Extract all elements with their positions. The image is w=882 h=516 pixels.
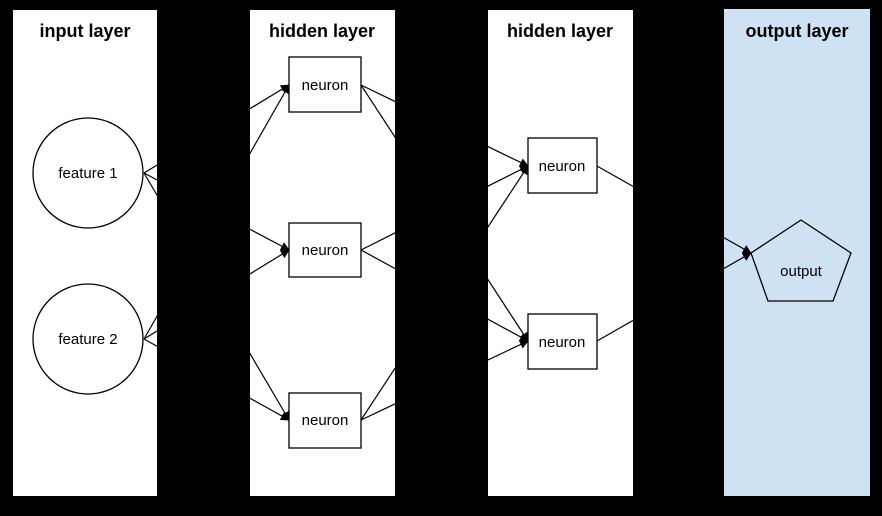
hidden-layer-2-nodes: neuron neuron [527, 137, 598, 370]
hidden1-neuron-3-label: neuron [302, 412, 349, 429]
hidden-layer-2-panel [488, 10, 633, 496]
edge-neuron11-neuron22 [360, 84, 529, 342]
feature-1-label: feature 1 [58, 165, 117, 182]
hidden1-neuron-3-node [288, 392, 362, 449]
edge-feature1-neuron13 [143, 172, 290, 421]
edge-feature2-neuron13 [143, 338, 290, 421]
hidden1-neuron-2-node [288, 222, 362, 278]
feature-1-node [32, 117, 144, 229]
input-layer-title: input layer [39, 21, 130, 41]
edge-neuron12-neuron21 [360, 165, 529, 251]
output-layer-title: output layer [745, 21, 848, 41]
hidden-layer-2-title: hidden layer [507, 21, 613, 41]
edge-feature2-neuron11 [143, 84, 290, 340]
input-layer-panel [13, 10, 157, 496]
edges [143, 84, 752, 421]
layer-panel-hidden2: hidden layer [488, 10, 633, 496]
hidden2-neuron-2-node [527, 313, 598, 370]
hidden2-neuron-2-label: neuron [539, 334, 586, 351]
hidden-layer-1-nodes: neuron neuron neuron [288, 56, 362, 449]
edge-neuron12-neuron22 [360, 249, 529, 342]
layer-panel-input: input layer [13, 10, 157, 496]
output-label: output [780, 263, 823, 280]
hidden1-neuron-2-label: neuron [302, 242, 349, 259]
hidden-layer-1-title: hidden layer [269, 21, 375, 41]
output-node [750, 219, 852, 302]
edge-neuron22-output [596, 252, 752, 342]
edge-neuron11-neuron21 [360, 84, 529, 167]
output-layer-nodes: output [750, 219, 852, 302]
feature-2-node [32, 283, 144, 395]
input-layer-nodes: feature 1 feature 2 [32, 117, 144, 395]
edge-neuron13-neuron22 [360, 340, 529, 421]
edge-feature1-neuron11 [143, 84, 290, 174]
hidden2-neuron-1-label: neuron [539, 158, 586, 175]
edge-neuron13-neuron21 [360, 165, 529, 421]
hidden2-neuron-1-node [527, 137, 598, 194]
feature-2-label: feature 2 [58, 331, 117, 348]
hidden1-neuron-1-node [288, 56, 362, 113]
hidden1-neuron-1-label: neuron [302, 77, 349, 94]
edge-feature2-neuron12 [143, 249, 290, 340]
edge-neuron21-output [596, 165, 752, 254]
